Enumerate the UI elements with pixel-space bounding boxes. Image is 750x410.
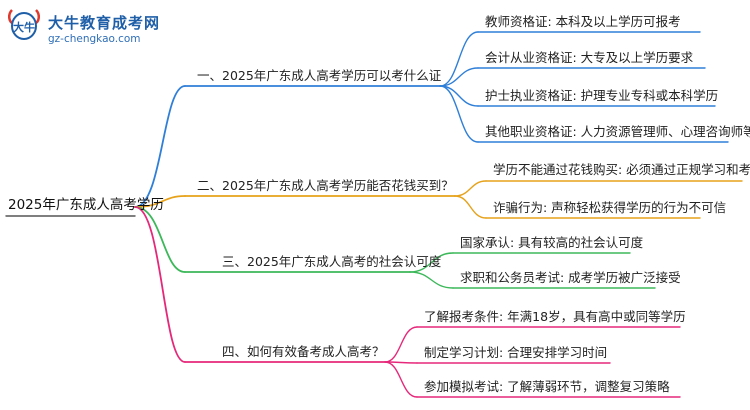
logo-subtitle: gz-chengkao.com	[48, 33, 141, 45]
branch-2-leaf-2: 诈骗行为: 声称轻松获得学历的行为不可信	[493, 200, 727, 215]
branch-3-connector	[134, 206, 186, 273]
branch-4-leaf-2: 制定学习计划: 合理安排学习时间	[424, 345, 608, 360]
branch-4-connector	[134, 206, 186, 363]
branch-4-leaf-3: 参加模拟考试: 了解薄弱环节，调整复习策略	[424, 379, 670, 394]
branch-2-leaf-1-connector	[454, 180, 487, 197]
branch-2-leaf-1: 学历不能通过花钱购买: 必须通过正规学习和考试获得	[493, 162, 750, 177]
branch-1-connector	[134, 85, 186, 208]
branch-1-leaf-3: 护士执业资格证: 护理专业专科或本科学历	[485, 88, 719, 103]
branch-1-leaf-4-connector	[439, 85, 479, 143]
branch-3-leaf-2: 求职和公务员考试: 成考学历被广泛接受	[460, 270, 681, 285]
branch-3-leaf-2-connector	[409, 271, 454, 289]
branch-1-label: 一、2025年广东成人高考学历可以考什么证	[197, 68, 442, 83]
root-node: 2025年广东成人高考学历	[8, 197, 164, 213]
branch-2-label: 二、2025年广东成人高考学历能否花钱买到？	[197, 178, 454, 193]
branch-4-leaf-1: 了解报考条件: 年满18岁，具有高中或同等学历	[424, 309, 686, 324]
branch-1-leaf-2-connector	[439, 67, 479, 87]
branch-3-leaf-1: 国家承认: 具有较高的社会认可度	[460, 235, 644, 250]
branch-1-leaf-2: 会计从业资格证: 大专及以上学历要求	[485, 50, 694, 65]
branch-3-label: 三、2025年广东成人高考的社会认可度	[222, 254, 442, 269]
branch-2-connector	[134, 195, 186, 208]
branch-1-leaf-3-connector	[439, 85, 479, 107]
branch-2-leaf-2-connector	[454, 195, 487, 219]
site-logo[interactable]: 大牛 大牛教育成考网 gz-chengkao.com	[6, 4, 159, 48]
branch-4-leaf-1-connector	[384, 326, 418, 363]
logo-title: 大牛教育成考网	[48, 14, 161, 32]
branch-4-leaf-3-connector	[384, 361, 418, 398]
emblem-text: 大牛	[13, 20, 35, 34]
branch-1-leaf-1: 教师资格证: 本科及以上学历可报考	[485, 14, 681, 29]
branch-3-leaf-1-connector	[409, 252, 454, 273]
bull-emblem-icon: 大牛	[8, 9, 40, 40]
branch-1-leaf-1-connector	[439, 31, 479, 87]
branch-4-label: 四、如何有效备考成人高考？	[222, 344, 385, 359]
branch-1-leaf-4: 其他职业资格证: 人力资源管理师、心理咨询师等	[485, 124, 750, 139]
